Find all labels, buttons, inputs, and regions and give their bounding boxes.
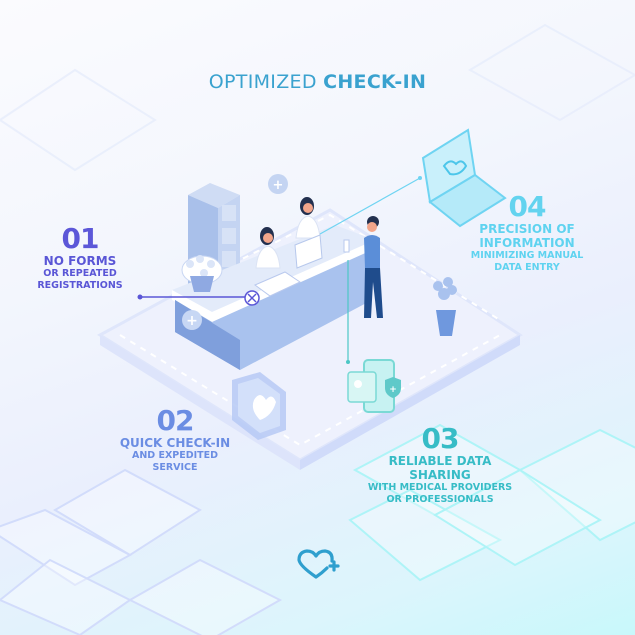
patient — [343, 216, 383, 318]
heart-card-icon — [232, 372, 286, 440]
step-sub: WITH MEDICAL PROVIDERS — [367, 482, 513, 493]
step-sub: REGISTRATIONS — [37, 280, 123, 291]
potted-plant — [433, 277, 457, 336]
step-sub: OR PROFESSIONALS — [386, 494, 494, 505]
step-sub: SERVICE — [152, 462, 198, 473]
step-number: 03 — [421, 422, 460, 455]
flower-pot — [181, 255, 223, 292]
step-sub: DATA ENTRY — [494, 262, 560, 273]
receptionist-1 — [255, 227, 281, 269]
step-number: 02 — [156, 404, 195, 437]
step-heading: RELIABLE DATA — [388, 454, 492, 468]
step-sub: AND EXPEDITED — [131, 450, 219, 461]
laptop-icon — [421, 128, 507, 228]
step-number: 01 — [61, 222, 100, 255]
connector-04 — [319, 177, 421, 235]
step-02: 02 QUICK CHECK-IN AND EXPEDITED SERVICE — [100, 406, 250, 474]
step-heading: PRECISION OF — [479, 222, 575, 236]
step-number: 04 — [508, 190, 547, 223]
medical-cross-sign-icon — [268, 174, 288, 194]
step-heading: SHARING — [409, 468, 471, 482]
step-heading: QUICK CHECK-IN — [119, 436, 231, 450]
step-03: 03 RELIABLE DATA SHARING WITH MEDICAL PR… — [348, 424, 532, 506]
step-heading: NO FORMS — [43, 254, 117, 268]
svg-text:+: + — [273, 178, 284, 193]
cross-icon: + — [186, 313, 198, 329]
step-sub: MINIMIZING MANUAL — [470, 250, 584, 261]
step-sub: OR REPEATED — [43, 268, 117, 279]
svg-text:+: + — [389, 385, 397, 395]
page-title: OPTIMIZED CHECK-IN — [208, 71, 427, 93]
step-heading: INFORMATION — [479, 236, 575, 250]
no-forms-x-icon — [244, 290, 260, 306]
step-04: 04 PRECISION OF INFORMATION MINIMIZING M… — [457, 192, 597, 274]
receptionist-2 — [295, 197, 321, 239]
step-01: 01 NO FORMS OR REPEATED REGISTRATIONS — [30, 224, 130, 292]
phone-profile-icon: + — [347, 359, 401, 413]
